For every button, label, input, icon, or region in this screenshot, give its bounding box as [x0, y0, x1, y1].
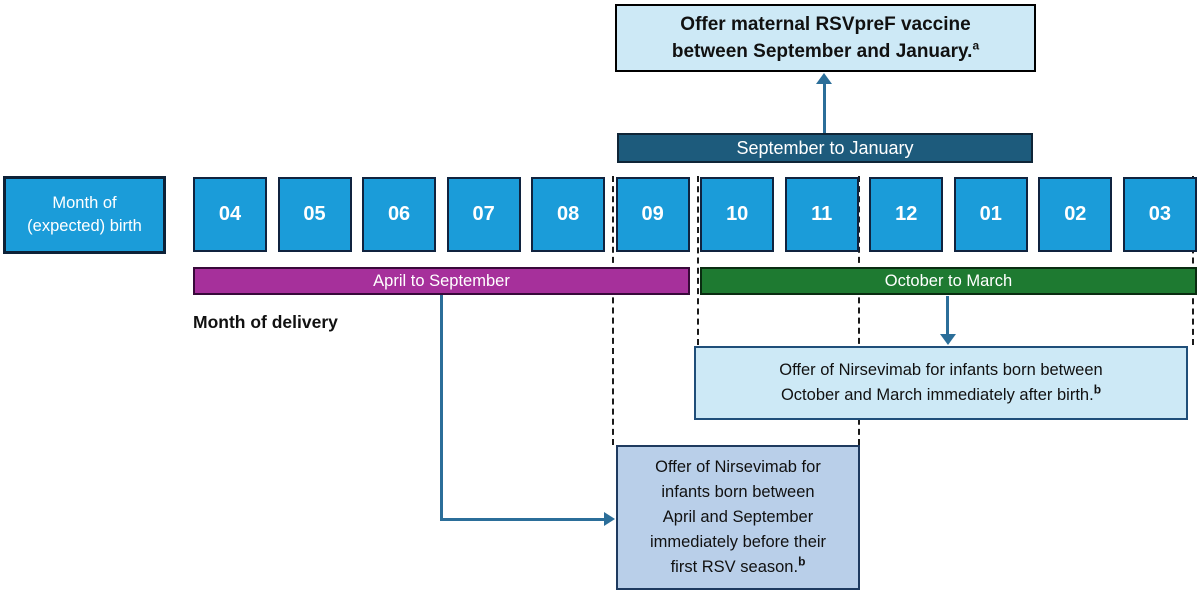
september-to-january-bar: September to January: [617, 133, 1033, 163]
footnote-marker-a: a: [972, 38, 980, 53]
maternal-vaccine-offer-box: Offer maternal RSVpreF vaccine between S…: [615, 4, 1036, 72]
nirsevimab-april-september-box: Offer of Nirsevimab for infants born bet…: [616, 445, 860, 590]
dashed-guide-september-left: [612, 176, 614, 445]
nirsevimab-october-march-box: Offer of Nirsevimab for infants born bet…: [694, 346, 1188, 420]
month-cell-10: 10: [700, 177, 775, 252]
month-cell-01: 01: [953, 177, 1028, 252]
month-cell-03: 03: [1122, 177, 1197, 252]
months-row: 04 05 06 07 08 09 10 11 12 01 02 03: [193, 177, 1197, 252]
dashed-guide-march-right: [1192, 176, 1194, 345]
down-arrow-head-icon: [940, 334, 956, 345]
footnote-marker-b: b: [798, 554, 806, 569]
footnote-marker-b: b: [1093, 382, 1102, 397]
october-to-march-bar: October to March: [700, 267, 1197, 295]
up-arrow-head-icon: [816, 73, 832, 84]
right-arrow-head-icon: [604, 512, 615, 526]
elbow-arrow-vertical-line: [440, 295, 443, 521]
september-to-january-label: September to January: [736, 137, 914, 158]
up-arrow-line: [823, 83, 826, 133]
elbow-arrow-horizontal-line: [440, 518, 605, 521]
month-cell-08: 08: [531, 177, 606, 252]
month-of-delivery-label: Month of delivery: [193, 312, 338, 332]
dashed-guide-november-right: [858, 176, 860, 445]
month-cell-12: 12: [869, 177, 944, 252]
dashed-guide-october-left: [697, 176, 699, 345]
maternal-offer-line2: between September and January.a: [671, 38, 980, 62]
month-cell-04: 04: [193, 177, 267, 252]
month-cell-05: 05: [277, 177, 352, 252]
month-cell-11: 11: [784, 177, 859, 252]
month-cell-09: 09: [615, 177, 690, 252]
down-arrow-line: [946, 296, 949, 336]
april-to-september-bar: April to September: [193, 267, 690, 295]
maternal-offer-line1: Offer maternal RSVpreF vaccine: [680, 14, 971, 35]
month-cell-07: 07: [446, 177, 521, 252]
month-of-birth-label-box: Month of (expected) birth: [3, 176, 166, 254]
month-cell-02: 02: [1038, 177, 1113, 252]
month-cell-06: 06: [362, 177, 437, 252]
